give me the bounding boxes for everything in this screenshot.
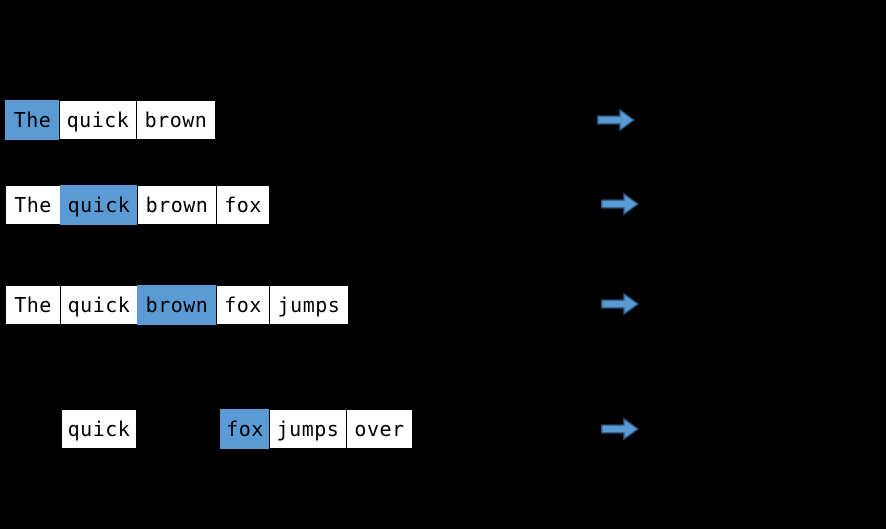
highlighted-word-box[interactable]: quick (60, 185, 138, 225)
word-box[interactable]: jumps (269, 409, 347, 449)
highlighted-word-box[interactable]: The (5, 100, 60, 140)
arrow-right-icon (597, 107, 635, 133)
word-box[interactable]: quick (60, 285, 138, 325)
word-box[interactable]: brown (137, 185, 217, 225)
arrow-right-icon (601, 191, 639, 217)
word-box[interactable]: quick (61, 409, 137, 449)
arrow-right-icon (601, 416, 639, 442)
word-box[interactable]: The (5, 285, 61, 325)
word-box[interactable]: jumps (269, 285, 349, 325)
word-box[interactable]: The (5, 185, 61, 225)
word-box[interactable]: brown (136, 100, 216, 140)
sequence-gap (136, 409, 220, 449)
highlighted-word-box[interactable]: brown (137, 285, 217, 325)
word-box[interactable]: quick (59, 100, 137, 140)
word-box[interactable]: fox (216, 185, 270, 225)
word-box[interactable]: over (346, 409, 413, 449)
highlighted-word-box[interactable]: fox (220, 409, 270, 449)
word-box[interactable]: fox (216, 285, 270, 325)
arrow-right-icon (601, 291, 639, 317)
